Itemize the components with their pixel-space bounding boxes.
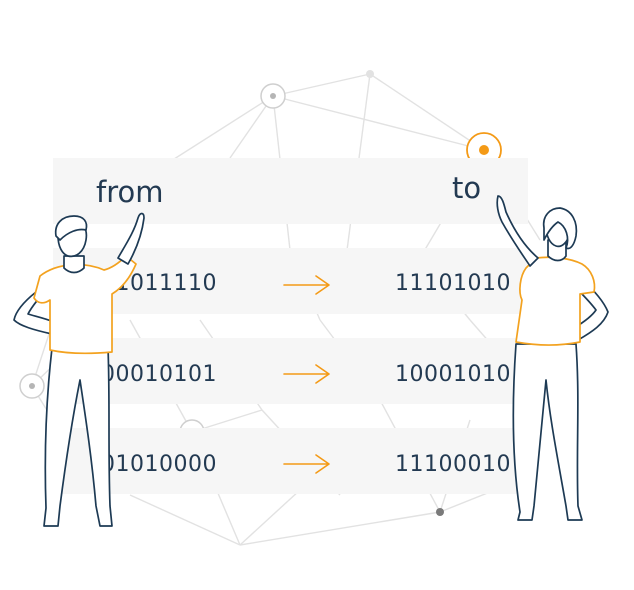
conversion-row: 01011110 11101010 xyxy=(53,248,528,314)
conversion-row: 01010000 11100010 xyxy=(53,428,528,494)
from-value: 01010000 xyxy=(101,452,217,477)
to-value: 11100010 xyxy=(395,452,511,477)
to-label: to xyxy=(452,171,481,205)
woman-figure xyxy=(496,195,609,521)
header-band xyxy=(53,158,528,224)
to-value: 10001010 xyxy=(395,362,511,387)
to-value: 11101010 xyxy=(395,271,511,296)
arrow-right-icon xyxy=(283,275,330,295)
man-figure xyxy=(13,212,145,527)
from-label: from xyxy=(96,175,164,209)
arrow-right-icon xyxy=(283,364,330,384)
row-band xyxy=(53,428,528,494)
conversion-row: 00010101 10001010 xyxy=(53,338,528,404)
from-value: 00010101 xyxy=(101,362,217,387)
row-band xyxy=(53,248,528,314)
row-band xyxy=(53,338,528,404)
arrow-right-icon xyxy=(283,454,330,474)
